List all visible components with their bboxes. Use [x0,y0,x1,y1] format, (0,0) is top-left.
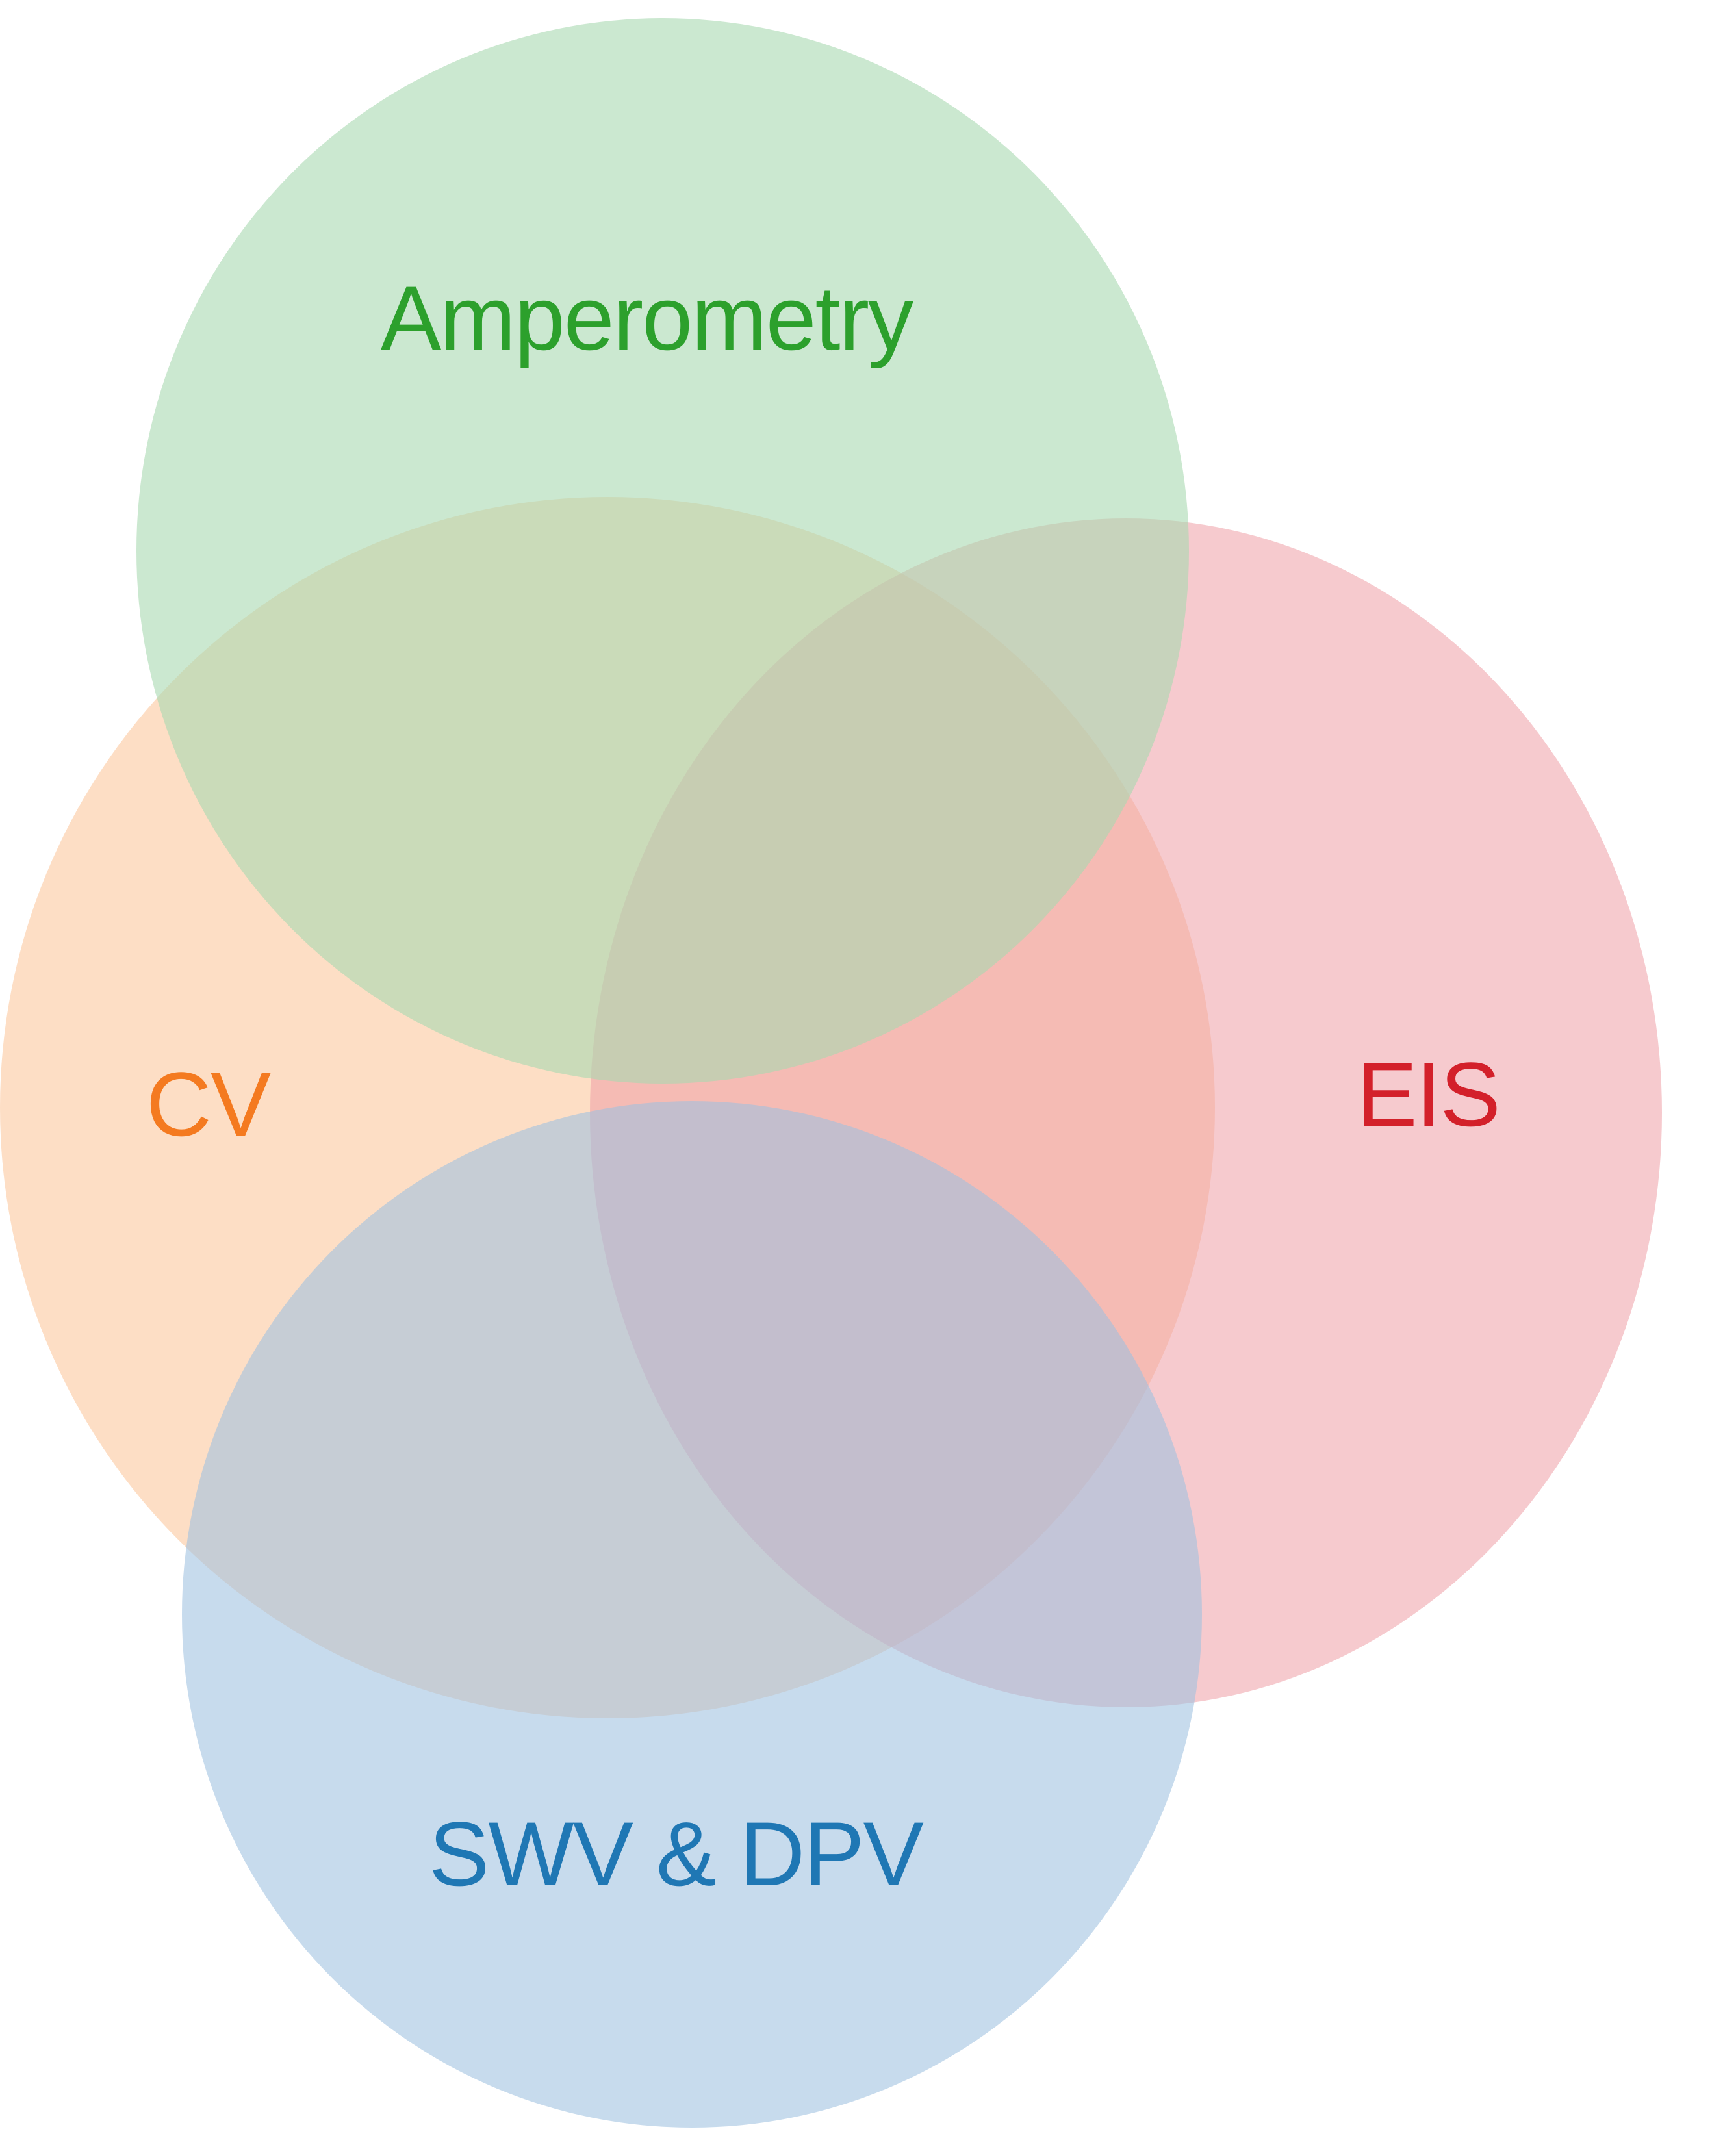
cv-label: CV [146,1053,271,1155]
eis-label: EIS [1357,1043,1500,1145]
swv-dpv-circle [182,1101,1202,2128]
swv-dpv-label: SWV & DPV [429,1803,924,1905]
amperometry-label: Amperometry [381,267,913,369]
amperometry-circle [136,18,1189,1084]
